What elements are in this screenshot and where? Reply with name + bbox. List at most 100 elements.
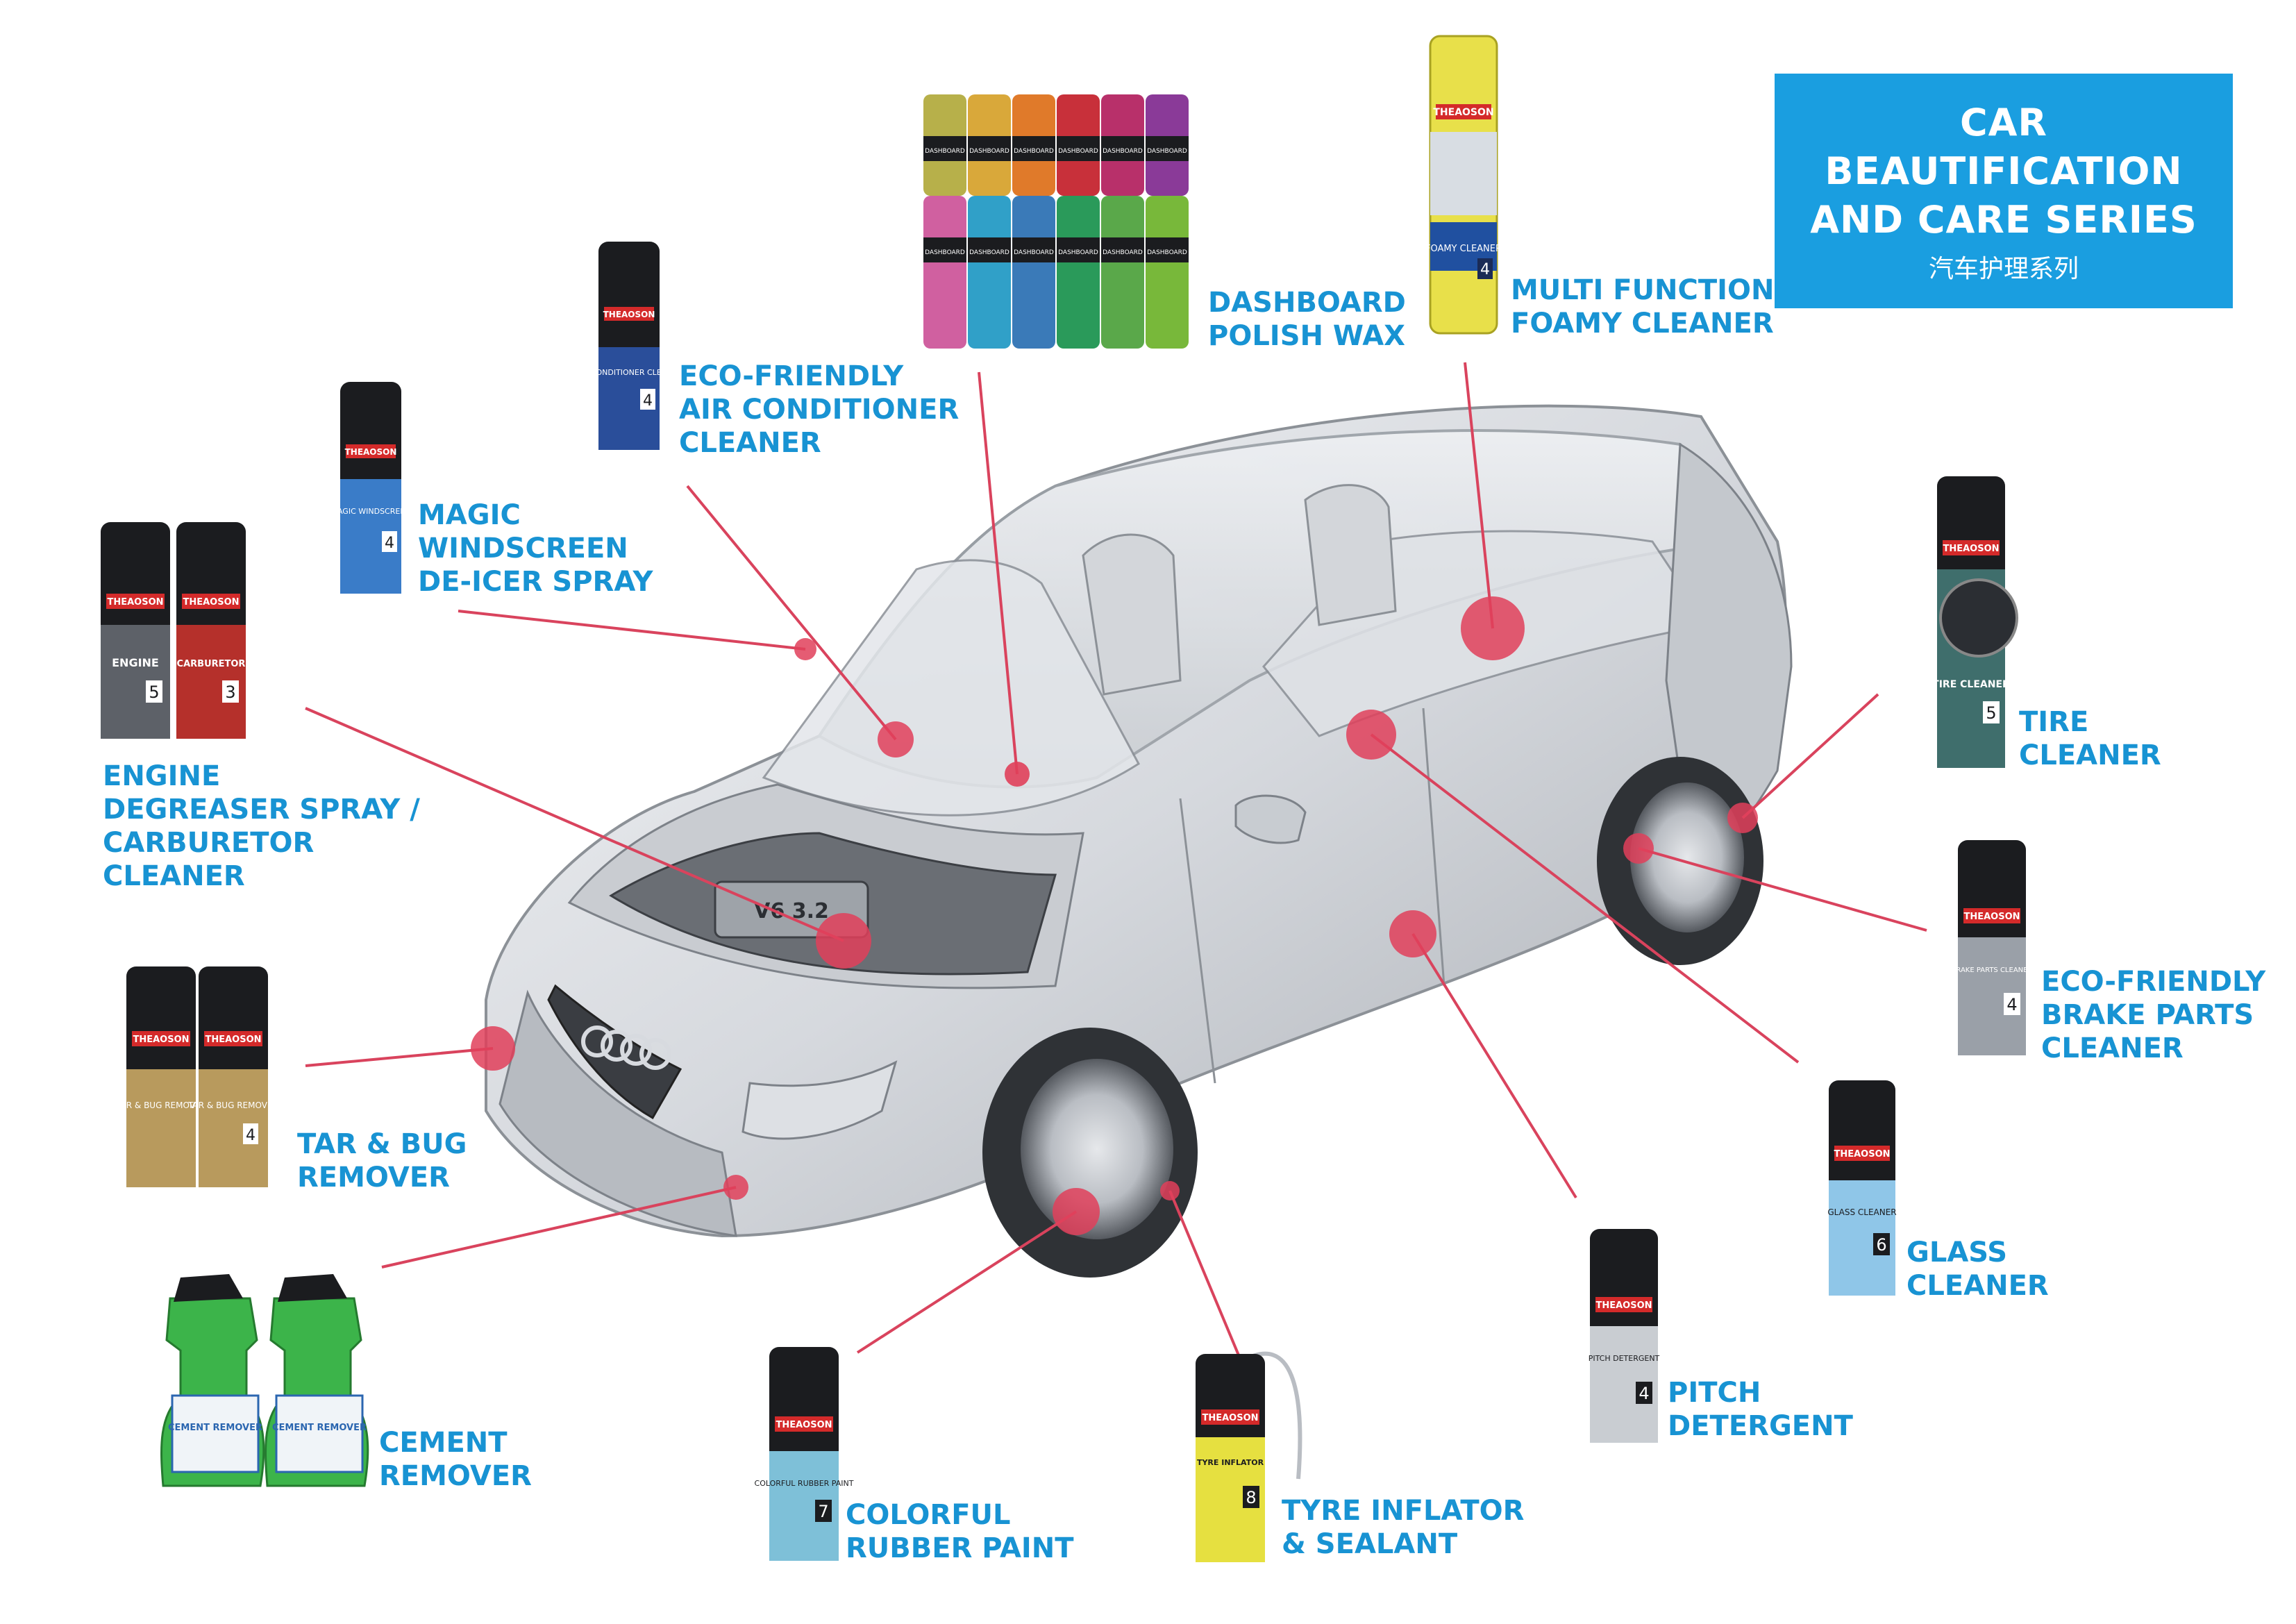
dashboard-can-label-10: DASHBOARD [1058,249,1098,256]
dashboard-can-band-6 [1146,136,1189,161]
line-tire [1741,693,1879,819]
line-pitch [1411,932,1577,1199]
svg-text:BRAKE PARTS CLEANER: BRAKE PARTS CLEANER [1952,966,2033,974]
dashboard-can-7 [923,196,966,349]
svg-text:CEMENT REMOVER: CEMENT REMOVER [168,1423,262,1433]
can-tarbug: THEAOSON TAR & BUG REMOVER THEAOSON TAR … [115,966,278,1187]
svg-text:THEAOSON: THEAOSON [107,597,163,608]
dashboard-can-label-5: DASHBOARD [1103,148,1143,155]
svg-text:AIR CONDITIONER CLEANER: AIR CONDITIONER CLEANER [576,368,683,377]
dashboard-can-label-6: DASHBOARD [1147,148,1187,155]
rear-rim [1630,782,1744,932]
svg-text:3: 3 [225,683,235,702]
svg-text:4: 4 [1480,261,1490,278]
svg-text:TAR & BUG REMOVER: TAR & BUG REMOVER [187,1100,278,1110]
dashboard-can-8 [968,196,1011,349]
dashboard-can-label-11: DASHBOARD [1103,249,1143,256]
svg-text:FOAMY CLEANER: FOAMY CLEANER [1425,244,1502,254]
svg-text:THEAOSON: THEAOSON [1433,107,1493,118]
dashboard-can-11 [1101,196,1144,349]
dashboard-can-label-3: DASHBOARD [1014,148,1054,155]
can-windscreen: THEAOSON MAGIC WINDSCREEN 4 [330,382,411,594]
line-brake [1638,847,1927,932]
svg-text:THEAOSON: THEAOSON [1943,544,1999,554]
title-line-2: BEAUTIFICATION [1825,149,2183,193]
marker-tyre [1160,1181,1180,1200]
svg-text:4: 4 [385,535,394,552]
svg-text:5: 5 [1986,703,1996,723]
line-tyre [1168,1190,1251,1382]
line-dashboard [978,371,1019,775]
svg-text:7: 7 [818,1502,828,1521]
svg-text:6: 6 [1876,1235,1886,1255]
line-tarbug [305,1047,494,1067]
dashboard-can-band-12 [1146,237,1189,262]
callout-lines [305,362,1927,1382]
marker-glass [1346,710,1396,760]
line-windscreen [458,610,806,651]
svg-text:THEAOSON: THEAOSON [345,447,397,457]
dashboard-can-12 [1146,196,1189,349]
marker-tarbug [471,1026,515,1071]
dashboard-can-10 [1057,196,1100,349]
can-cement: CEMENT REMOVER CEMENT REMOVER [160,1274,369,1487]
marker-windscreen [794,638,816,660]
svg-text:PITCH DETERGENT: PITCH DETERGENT [1589,1354,1660,1363]
can-carburetor: THEAOSON CARBURETOR 3 [176,522,246,739]
marker-rubber [1053,1188,1100,1235]
svg-text:ENGINE: ENGINE [112,656,159,669]
svg-text:8: 8 [1246,1488,1256,1507]
can-tyre: THEAOSON TYRE INFLATOR 8 [1196,1351,1302,1562]
svg-text:MAGIC WINDSCREEN: MAGIC WINDSCREEN [330,507,410,516]
dashboard-can-band-9 [1012,237,1055,262]
svg-text:THEAOSON: THEAOSON [603,310,655,319]
title-subtitle: 汽车护理系列 [1928,255,2079,283]
dashboard-can-band-8 [968,237,1011,262]
dashboard-can-label-9: DASHBOARD [1014,249,1054,256]
svg-text:5: 5 [149,683,159,702]
dashboard-can-label-2: DASHBOARD [969,148,1009,155]
dashboard-can-label-12: DASHBOARD [1147,249,1187,256]
can-glass: THEAOSON GLASS CLEANER 6 [1827,1080,1897,1296]
front-rim [1021,1059,1173,1239]
marker-pitch [1389,910,1436,957]
dashboard-can-band-11 [1101,237,1144,262]
dashboard-can-band-10 [1057,237,1100,262]
svg-text:THEAOSON: THEAOSON [205,1035,261,1045]
can-pitch: THEAOSON PITCH DETERGENT 4 [1589,1229,1660,1443]
car-body: V6 3.2 [485,404,1793,1278]
line-cement [381,1186,737,1269]
can-ac: THEAOSON AIR CONDITIONER CLEANER 4 [576,242,683,450]
svg-text:THEAOSON: THEAOSON [1595,1300,1652,1311]
can-tire: THEAOSON TIRE CLEANER 5 [1932,476,2018,768]
dashboard-can-band-3 [1012,136,1055,161]
marker-engine [816,913,871,969]
svg-text:TYRE INFLATOR: TYRE INFLATOR [1197,1458,1264,1467]
svg-text:CEMENT REMOVER: CEMENT REMOVER [272,1423,367,1433]
dashboard-can-9 [1012,196,1055,349]
can-foamy: THEAOSON FOAMY CLEANER 4 [1425,35,1502,335]
svg-text:4: 4 [246,1127,255,1144]
svg-text:THEAOSON: THEAOSON [776,1420,832,1430]
can-rubber: THEAOSON COLORFUL RUBBER PAINT 7 [755,1347,854,1561]
marker-dashboard [1005,762,1030,787]
svg-text:THEAOSON: THEAOSON [183,597,239,608]
can-brake: THEAOSON BRAKE PARTS CLEANER 4 [1952,840,2033,1055]
svg-text:THEAOSON: THEAOSON [1834,1149,1890,1160]
marker-ac [878,721,914,757]
brand-rings-icon [581,1026,671,1070]
marker-tire [1727,803,1758,833]
dashboard-can-band-7 [923,237,966,262]
title-line-3: AND CARE SERIES [1810,198,2197,242]
line-engine [305,707,844,942]
svg-text:4: 4 [1639,1384,1649,1403]
dashboard-can-band-1 [923,136,966,161]
svg-text:4: 4 [2006,995,2017,1014]
